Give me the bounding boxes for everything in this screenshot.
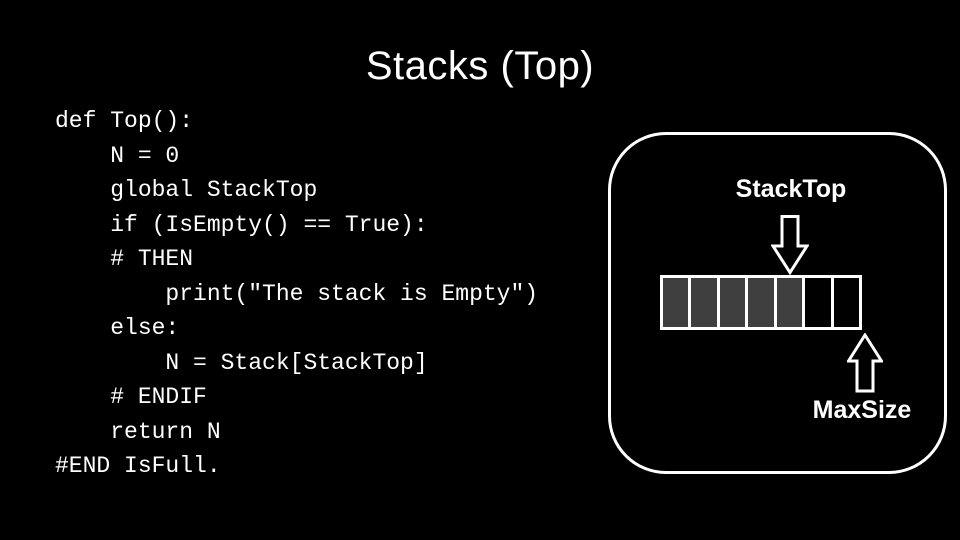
- stack-cell-filled: [688, 278, 717, 327]
- arrow-down-icon: [771, 215, 809, 275]
- arrow-up-icon: [847, 333, 883, 393]
- code-line: def Top():: [55, 108, 194, 134]
- code-line: # ENDIF: [55, 384, 207, 410]
- slide-title: Stacks (Top): [365, 44, 595, 88]
- code-line: else:: [55, 315, 180, 341]
- code-line: # THEN: [55, 246, 194, 272]
- stack-cell-empty: [802, 278, 831, 327]
- stack-diagram-panel: StackTop MaxSize: [608, 132, 947, 474]
- stack-cell-filled: [773, 278, 803, 327]
- code-block: def Top(): N = 0 global StackTop if (IsE…: [55, 104, 538, 484]
- stack-cell-empty: [830, 278, 859, 327]
- stack-cell-filled: [663, 278, 689, 327]
- code-line: print("The stack is Empty"): [55, 280, 539, 307]
- code-line: N = Stack[StackTop]: [55, 349, 428, 376]
- stack-cell-filled: [745, 278, 774, 327]
- code-line: return N: [55, 418, 221, 445]
- maxsize-label: MaxSize: [812, 396, 912, 424]
- code-line: global StackTop: [55, 177, 318, 203]
- code-line: N = 0: [55, 142, 180, 169]
- stack-cells-row: [660, 275, 862, 330]
- stacktop-label: StackTop: [735, 175, 847, 203]
- stack-cell-filled: [716, 278, 746, 327]
- code-line: #END IsFull.: [55, 453, 221, 479]
- code-line: if (IsEmpty() == True):: [55, 211, 428, 238]
